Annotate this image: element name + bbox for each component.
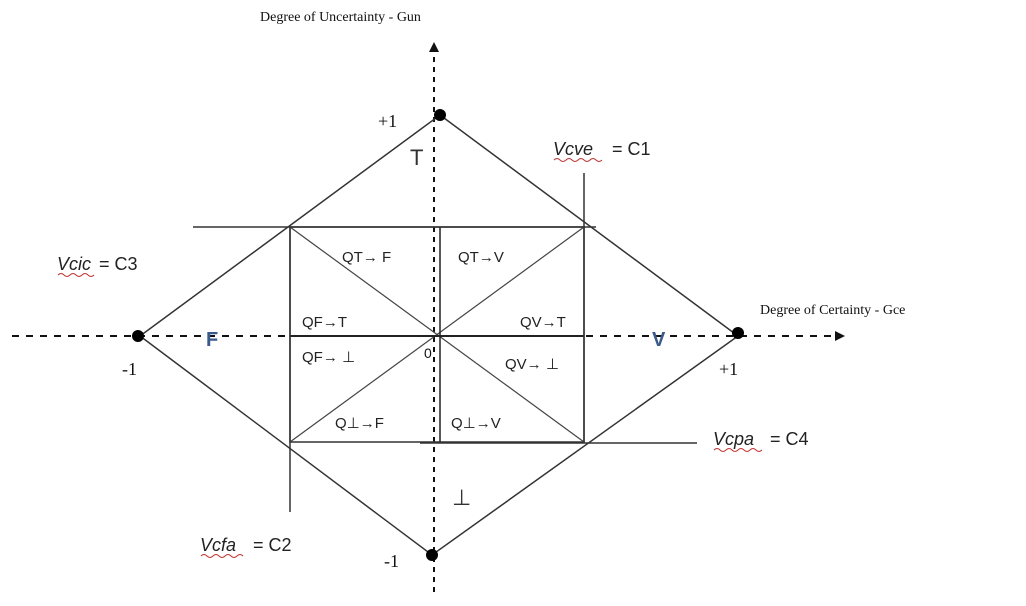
limit-c2-underline — [200, 554, 244, 558]
limit-c1: Vcve = C1 — [553, 139, 651, 162]
region-qbot-f: Q⊥→F — [335, 415, 384, 432]
limit-c3: Vcic = C3 — [57, 254, 138, 277]
limit-c2-var: Vcfa — [200, 535, 236, 555]
region-qt-v: QT→V — [458, 249, 504, 266]
label-top-plus1: +1 — [378, 111, 397, 131]
limit-c2-rhs: = C2 — [253, 535, 292, 555]
region-qv-t: QV→T — [520, 314, 566, 331]
limit-c1-rhs: = C1 — [612, 139, 651, 159]
limit-c4-var: Vcpa — [713, 429, 754, 449]
region-qf-bot: QF→ ⊥ — [302, 349, 355, 366]
label-origin: 0 — [424, 345, 432, 361]
limit-c4-underline — [713, 448, 763, 452]
label-right-plus1: +1 — [719, 359, 738, 379]
point-left — [132, 330, 144, 342]
label-left-minus1: -1 — [122, 359, 137, 379]
state-left: F — [206, 329, 218, 351]
vertical-axis-label: Degree of Uncertainty - Gun — [260, 10, 421, 25]
limit-c4-rhs: = C4 — [770, 429, 809, 449]
limit-c3-underline — [57, 273, 95, 277]
point-right — [732, 327, 744, 339]
region-qt-f: QT→ F — [342, 249, 391, 266]
point-top — [434, 109, 446, 121]
horizontal-axis-label: Degree of Certainty - Gce — [760, 303, 905, 318]
label-bottom-minus1: -1 — [384, 551, 399, 571]
limit-c1-underline — [553, 158, 603, 162]
diagonal-2 — [289, 226, 585, 443]
limit-c3-var: Vcic — [57, 254, 91, 274]
limit-c2: Vcfa = C2 — [200, 535, 292, 558]
state-bottom: ⊥ — [452, 485, 471, 510]
limit-c4: Vcpa = C4 — [713, 429, 809, 452]
state-top: T — [410, 145, 423, 170]
limit-c3-rhs: = C3 — [99, 254, 138, 274]
point-bottom — [426, 549, 438, 561]
limit-c1-var: Vcve — [553, 139, 593, 159]
region-qbot-v: Q⊥→V — [451, 415, 501, 432]
state-right: V — [652, 329, 666, 351]
region-qv-bot: QV→ ⊥ — [505, 356, 559, 373]
region-qf-t: QF→T — [302, 314, 347, 331]
